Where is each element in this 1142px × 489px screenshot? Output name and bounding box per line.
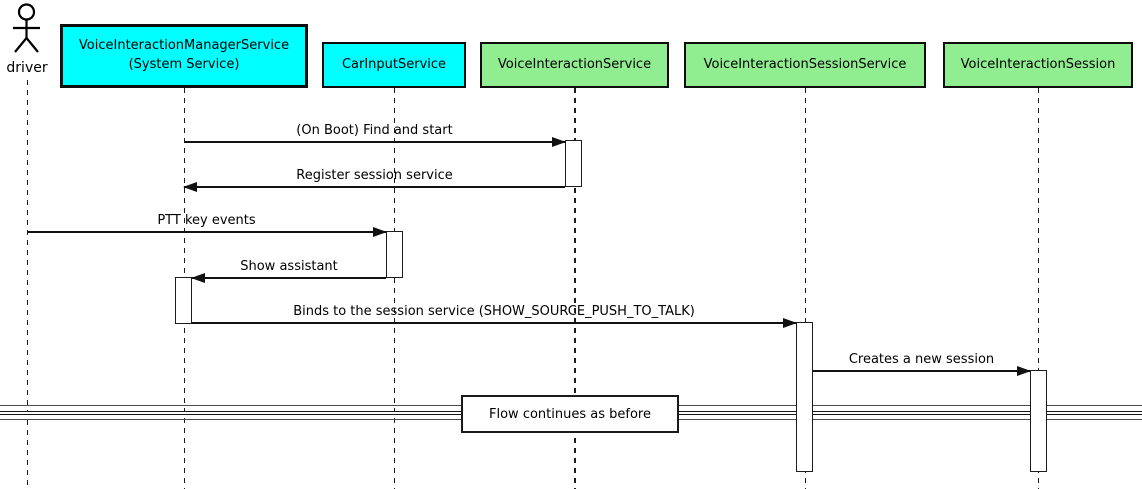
lifeline-car-input-service bbox=[393, 88, 395, 489]
arrowhead-left-icon bbox=[191, 272, 205, 283]
arrow-line bbox=[184, 141, 565, 143]
divider-label-box: Flow continues as before bbox=[461, 395, 679, 433]
participant-voice-interaction-session: VoiceInteractionSession bbox=[943, 42, 1133, 88]
actor-driver bbox=[7, 2, 47, 59]
message-label: Show assistant bbox=[240, 259, 338, 274]
activation-car-input-service bbox=[386, 231, 403, 278]
actor-icon bbox=[13, 3, 40, 53]
arrowhead-right-icon bbox=[783, 317, 797, 328]
divider-label: Flow continues as before bbox=[489, 406, 651, 422]
arrow-line bbox=[813, 370, 1030, 372]
arrow-line bbox=[27, 231, 386, 233]
lifeline-voice-interaction-service bbox=[574, 88, 576, 489]
lifeline-voice-interaction-session-service bbox=[804, 88, 806, 489]
lifeline-voice-interaction-session bbox=[1037, 88, 1039, 489]
participant-voice-interaction-session-service: VoiceInteractionSessionService bbox=[684, 42, 926, 88]
lifeline-driver bbox=[26, 80, 28, 489]
arrowhead-left-icon bbox=[183, 181, 197, 192]
activation-voice-interaction-session-service bbox=[796, 322, 813, 472]
participant-car-input-service: CarInputService bbox=[322, 42, 466, 88]
activation-voice-interaction-service bbox=[565, 140, 582, 187]
actor-label: driver bbox=[6, 60, 48, 76]
participant-label-line1: VoiceInteractionManagerService bbox=[78, 38, 290, 54]
participant-voice-interaction-manager-service: VoiceInteractionManagerService (System S… bbox=[60, 24, 308, 88]
message-label: Creates a new session bbox=[848, 352, 995, 367]
participant-label: VoiceInteractionSessionService bbox=[703, 56, 907, 72]
activation-voice-interaction-manager-service bbox=[175, 277, 192, 324]
participant-label: VoiceInteractionSession bbox=[960, 56, 1116, 72]
participant-voice-interaction-service: VoiceInteractionService bbox=[480, 42, 669, 88]
arrowhead-right-icon bbox=[1017, 365, 1031, 376]
message-label: PTT key events bbox=[157, 213, 256, 228]
activation-voice-interaction-session bbox=[1030, 370, 1047, 472]
message-label: (On Boot) Find and start bbox=[296, 123, 453, 138]
participant-label-line2: (System Service) bbox=[128, 57, 240, 72]
participant-label: CarInputService bbox=[341, 56, 447, 72]
arrow-line bbox=[184, 186, 565, 188]
arrowhead-right-icon bbox=[552, 136, 566, 147]
message-label: Binds to the session service (SHOW_SOURC… bbox=[293, 304, 695, 319]
participant-label: VoiceInteractionService bbox=[497, 56, 652, 72]
arrow-line bbox=[192, 277, 386, 279]
message-label: Register session service bbox=[296, 168, 453, 183]
arrowhead-right-icon bbox=[373, 226, 387, 237]
arrow-line bbox=[192, 322, 796, 324]
